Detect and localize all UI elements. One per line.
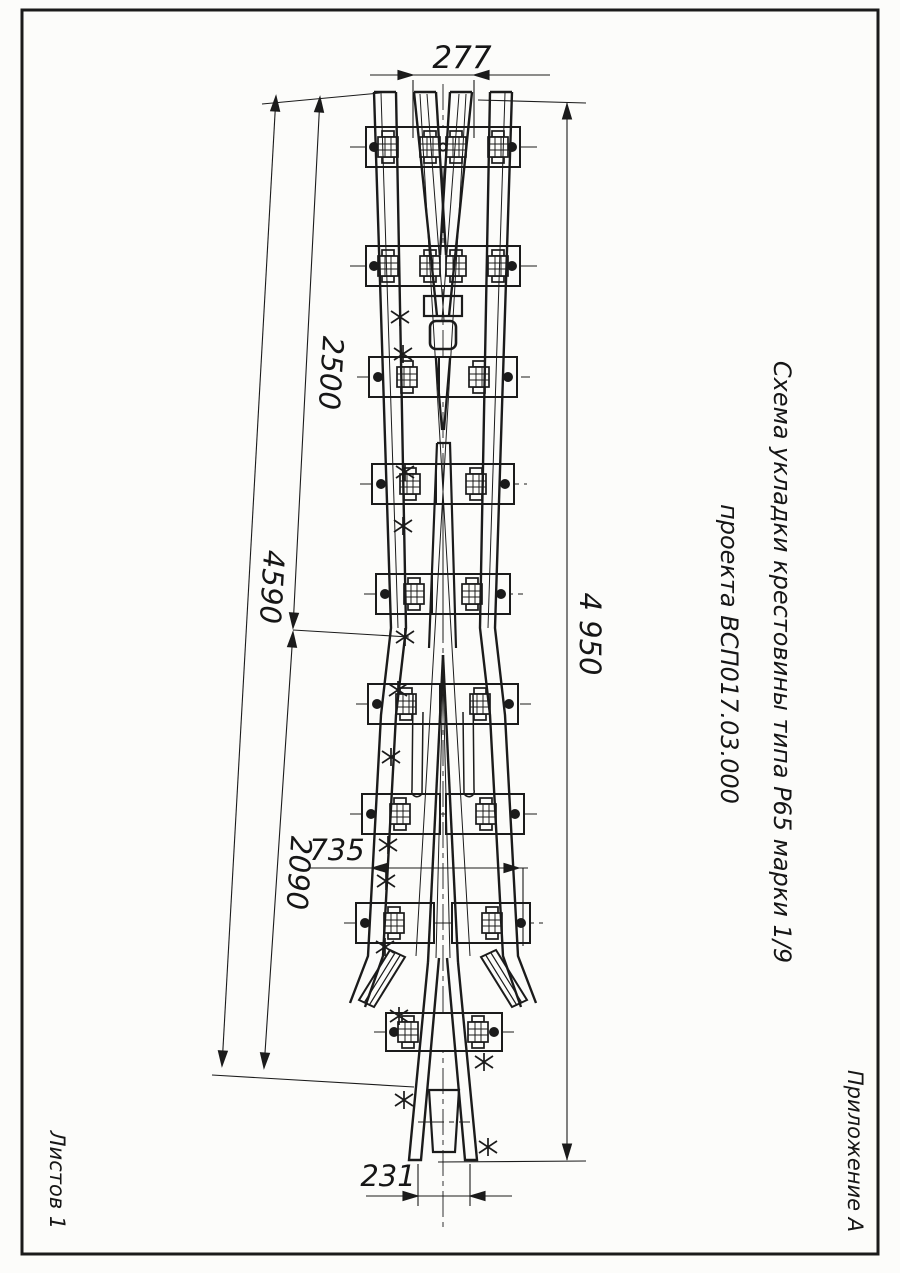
plate-row	[365, 126, 521, 168]
appendix-label: Приложение А	[843, 1070, 867, 1232]
plate-row	[367, 683, 519, 725]
left-point-rail	[412, 90, 448, 317]
right-point-rail	[438, 90, 474, 317]
cast-core	[422, 294, 464, 649]
weld-x-mark	[393, 516, 413, 536]
dim-label-2090: 2090	[280, 835, 319, 911]
core-tail-rails	[407, 957, 479, 1162]
dim-231	[366, 1164, 512, 1206]
drawing-title-line1: Схема укладки крестовины типа Р65 марки …	[768, 361, 796, 963]
weld-x-mark	[390, 307, 410, 327]
dim-label-4950: 4 950	[573, 592, 607, 675]
tail-spacer-block	[427, 1088, 461, 1154]
left-wing-bent-end	[357, 948, 407, 1009]
weld-x-mark	[478, 1137, 498, 1157]
dim-label-735: 735	[309, 833, 364, 867]
dim-277	[370, 69, 550, 138]
dimension-lines	[211, 69, 587, 1206]
dim-label-231: 231	[360, 1159, 415, 1193]
weld-x-mark	[378, 835, 398, 855]
dim-label-277: 277	[432, 40, 491, 76]
rails	[348, 90, 538, 1162]
right-wing-rail	[478, 90, 538, 1008]
dim-4590	[211, 92, 415, 1088]
dim-4950	[437, 99, 587, 1163]
flange-hooks	[411, 693, 475, 798]
plate-row	[365, 245, 521, 287]
right-wing-bent-end	[479, 948, 529, 1009]
weld-x-mark	[376, 871, 396, 891]
dim-label-2500: 2500	[312, 335, 350, 411]
weld-x-mark	[381, 747, 401, 767]
weld-x-mark	[394, 1090, 414, 1110]
core-point	[426, 654, 460, 963]
weld-x-mark	[474, 1052, 494, 1072]
left-wing-rail	[348, 90, 408, 1008]
dim-label-4590: 4590	[253, 549, 291, 625]
drawing-title-line2: проекта ВСП017.03.000	[715, 504, 743, 804]
dim-2500-2090	[258, 96, 410, 1069]
plate-row	[368, 356, 518, 398]
sheet-frame	[20, 8, 880, 1256]
sheets-label: Листов 1	[45, 1130, 69, 1229]
dim-735	[308, 862, 528, 946]
